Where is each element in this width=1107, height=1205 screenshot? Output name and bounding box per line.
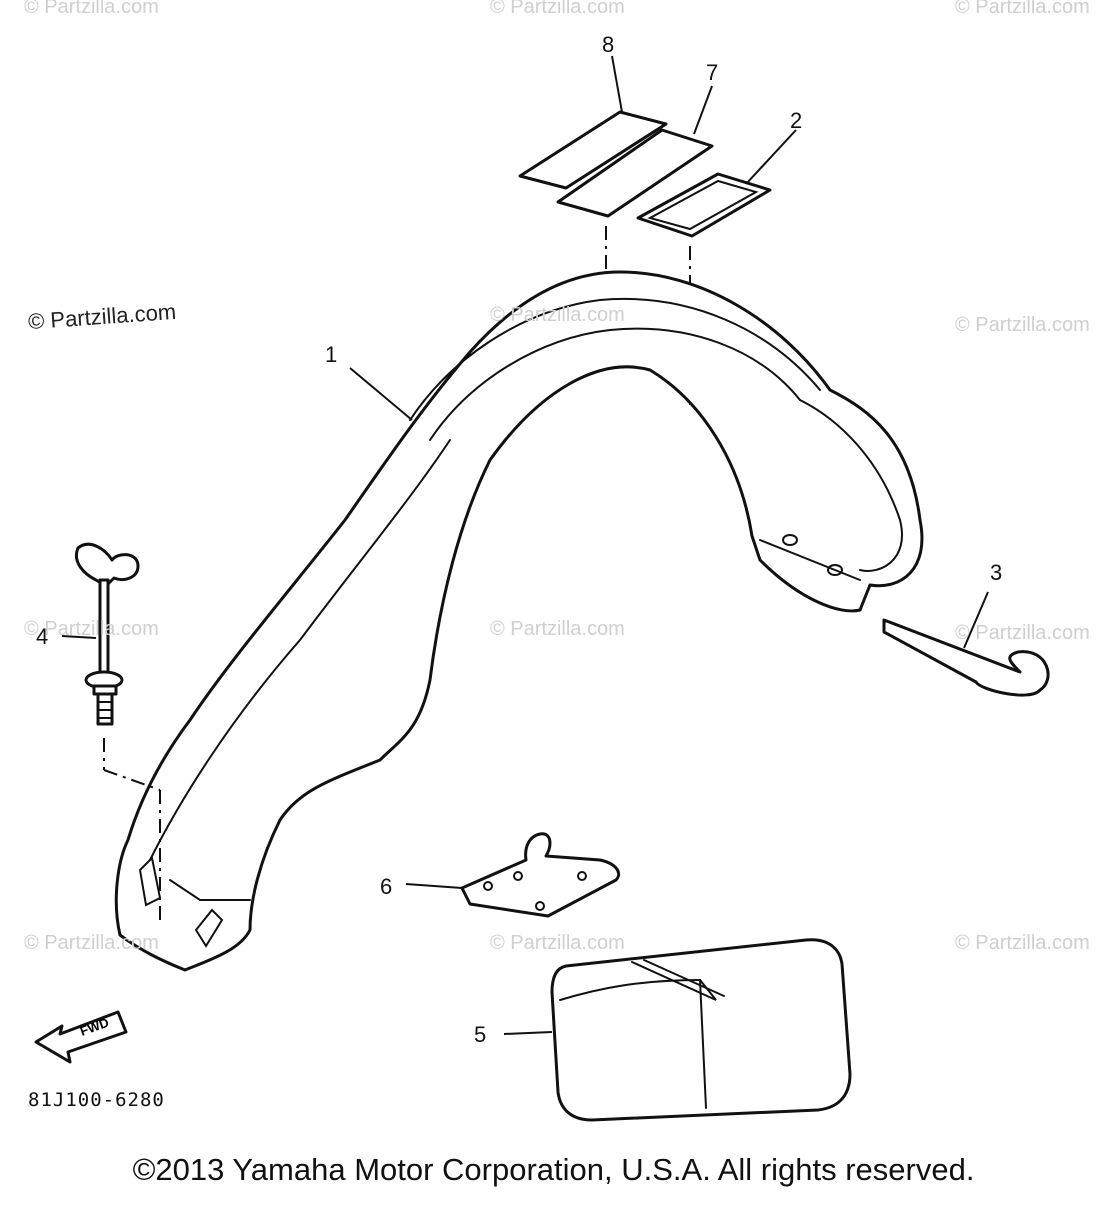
watermark: © Partzilla.com [955, 932, 1090, 954]
callout-5[interactable]: 5 [474, 1022, 487, 1047]
watermark: © Partzilla.com [955, 622, 1090, 644]
leader-1 [349, 367, 413, 421]
watermark: © Partzilla.com [490, 0, 625, 18]
callout-2[interactable]: 2 [790, 108, 803, 133]
watermark: © Partzilla.com [24, 932, 159, 954]
leader-5 [503, 1031, 553, 1035]
callout-6[interactable]: 6 [380, 874, 393, 899]
callout-8[interactable]: 8 [602, 32, 615, 57]
part-6-bracket[interactable] [460, 832, 621, 918]
copyright-notice: ©2013 Yamaha Motor Corporation, U.S.A. A… [132, 1152, 975, 1187]
watermark: © Partzilla.com [24, 0, 159, 18]
leader-8 [611, 55, 623, 113]
part-7-label[interactable] [556, 128, 714, 218]
part-4-wing-bolt[interactable] [75, 542, 140, 726]
part-5-box[interactable] [550, 938, 852, 1122]
watermark: © Partzilla.com [955, 0, 1090, 18]
watermark: © Partzilla.com [490, 304, 625, 326]
leader-6 [405, 883, 463, 889]
callout-7[interactable]: 7 [706, 60, 719, 85]
leader-2 [745, 129, 797, 185]
fwd-arrow-icon [34, 1010, 128, 1064]
callout-1[interactable]: 1 [325, 342, 338, 367]
assembly-line-4b [103, 769, 161, 791]
watermark: © Partzilla.com [490, 618, 625, 640]
callout-4[interactable]: 4 [36, 624, 49, 649]
leader-3 [963, 591, 989, 649]
part-3-rod[interactable] [882, 618, 1050, 697]
leader-4 [61, 635, 97, 639]
callout-3[interactable]: 3 [990, 560, 1003, 585]
diagram-code: 81J100-6280 [28, 1089, 165, 1111]
watermark: © Partzilla.com [955, 314, 1090, 336]
leader-7 [693, 85, 713, 135]
watermark: © Partzilla.com [24, 618, 159, 640]
part-1-fender[interactable] [114, 270, 924, 972]
part-2-emblem[interactable] [636, 172, 772, 238]
part-8-label[interactable] [518, 110, 668, 190]
watermark: © Partzilla.com [490, 932, 625, 954]
